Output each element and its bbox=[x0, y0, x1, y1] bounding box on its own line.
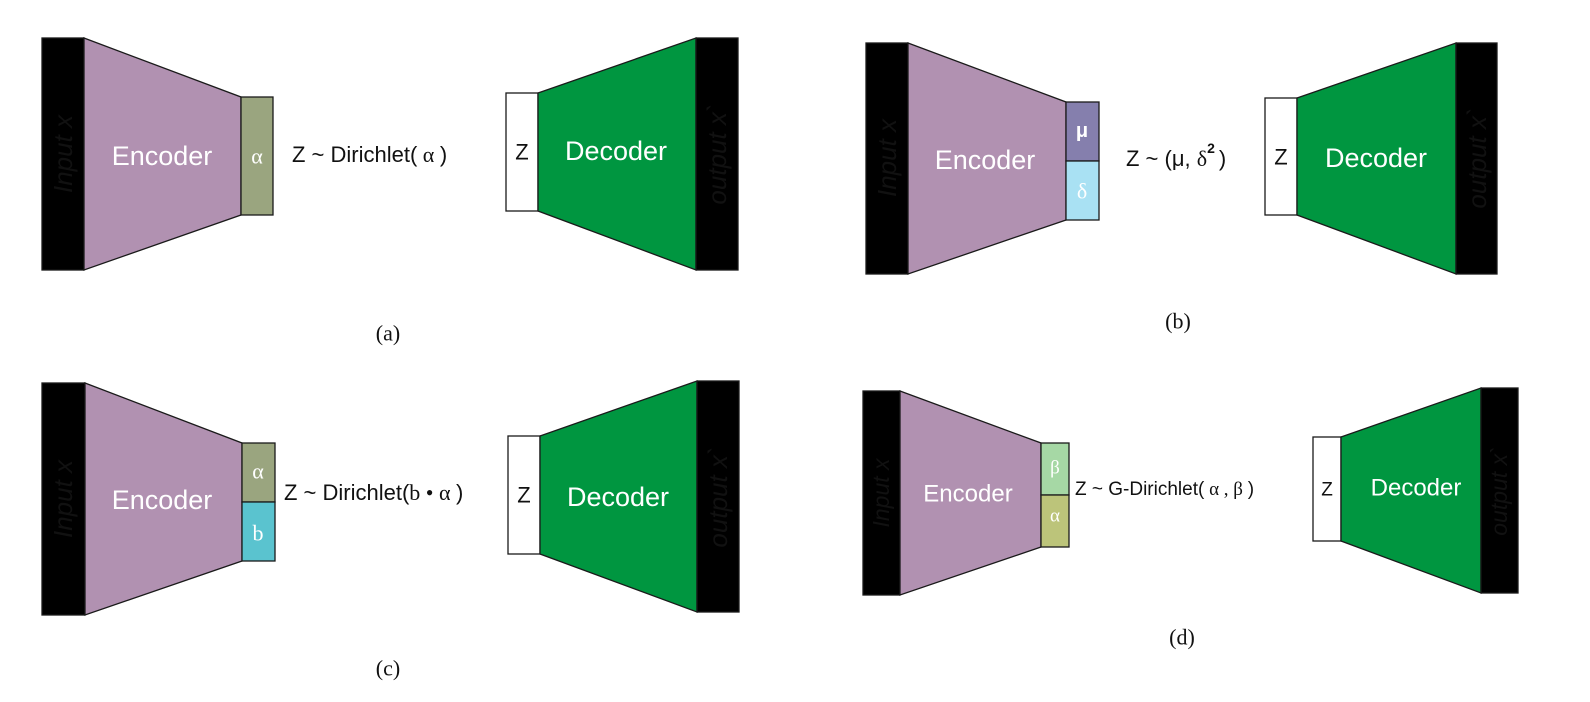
input-block bbox=[41, 382, 86, 616]
distribution-formula: Z ~ (μ, δ2) bbox=[1126, 140, 1226, 171]
caption: (b) bbox=[1165, 309, 1191, 334]
decoder-label: Decoder bbox=[567, 482, 669, 512]
beta-param-label: β bbox=[1050, 458, 1060, 479]
output-label: output x` bbox=[703, 446, 733, 547]
output-block bbox=[1480, 387, 1519, 594]
mu-param-label: μ bbox=[1076, 120, 1088, 142]
caption: (a) bbox=[376, 321, 400, 346]
encoder-label: Encoder bbox=[112, 141, 213, 171]
delta-param-box bbox=[1065, 160, 1100, 221]
input-label: Input x bbox=[868, 457, 894, 528]
caption: (c) bbox=[376, 656, 400, 681]
encoder-label: Encoder bbox=[935, 145, 1036, 175]
z-box bbox=[505, 92, 539, 212]
caption: (d) bbox=[1169, 625, 1195, 650]
z-label: Z bbox=[517, 483, 530, 508]
panel-d: Input x Encoder β α Z ~ G-Dirichlet( α ,… bbox=[862, 387, 1519, 650]
z-label: Z bbox=[1321, 480, 1333, 501]
panel-a: Input x Encoder α Z ~ Dirichlet( α ) Z D… bbox=[41, 37, 739, 346]
input-block bbox=[865, 42, 909, 275]
decoder-label: Decoder bbox=[1371, 475, 1462, 502]
distribution-formula: Z ~ G-Dirichlet( α , β ) bbox=[1075, 479, 1254, 500]
encoder-label: Encoder bbox=[112, 485, 213, 515]
output-label: output x` bbox=[1486, 446, 1512, 536]
delta-param-label: δ bbox=[1077, 179, 1087, 204]
alpha-param-label: α bbox=[1050, 506, 1060, 527]
encoder-label: Encoder bbox=[923, 481, 1012, 508]
b-param-label: b bbox=[253, 521, 264, 546]
alpha-param-label: α bbox=[251, 144, 263, 169]
input-block bbox=[41, 37, 85, 271]
distribution-formula: Z ~ Dirichlet(b • α ) bbox=[284, 480, 463, 505]
z-label: Z bbox=[1274, 145, 1287, 170]
input-label: Input x bbox=[872, 118, 902, 197]
b-param-box bbox=[241, 501, 276, 562]
alpha-param-box bbox=[1040, 494, 1070, 548]
z-box bbox=[1312, 436, 1342, 542]
alpha-param-box bbox=[240, 96, 274, 216]
panel-b: Input x Encoder μ δ Z ~ (μ, δ2) Z Decode… bbox=[865, 42, 1498, 334]
distribution-formula: Z ~ Dirichlet( α ) bbox=[292, 142, 447, 167]
output-block bbox=[1455, 42, 1498, 275]
input-label: Input x bbox=[48, 114, 78, 193]
input-label: Input x bbox=[48, 459, 78, 538]
output-block bbox=[695, 37, 739, 271]
alpha-param-label: α bbox=[252, 459, 264, 484]
panel-c: Input x Encoder α b Z ~ Dirichlet(b • α … bbox=[41, 380, 740, 681]
decoder-label: Decoder bbox=[565, 136, 667, 166]
z-label: Z bbox=[515, 140, 528, 165]
alpha-param-box bbox=[241, 442, 276, 503]
mu-param-box bbox=[1065, 101, 1100, 162]
decoder-label: Decoder bbox=[1325, 143, 1427, 173]
beta-param-box bbox=[1040, 442, 1070, 496]
input-block bbox=[862, 390, 901, 596]
z-box bbox=[1264, 97, 1298, 216]
output-label: output x` bbox=[1462, 107, 1492, 208]
output-block bbox=[696, 380, 740, 613]
output-label: output x` bbox=[702, 103, 732, 204]
